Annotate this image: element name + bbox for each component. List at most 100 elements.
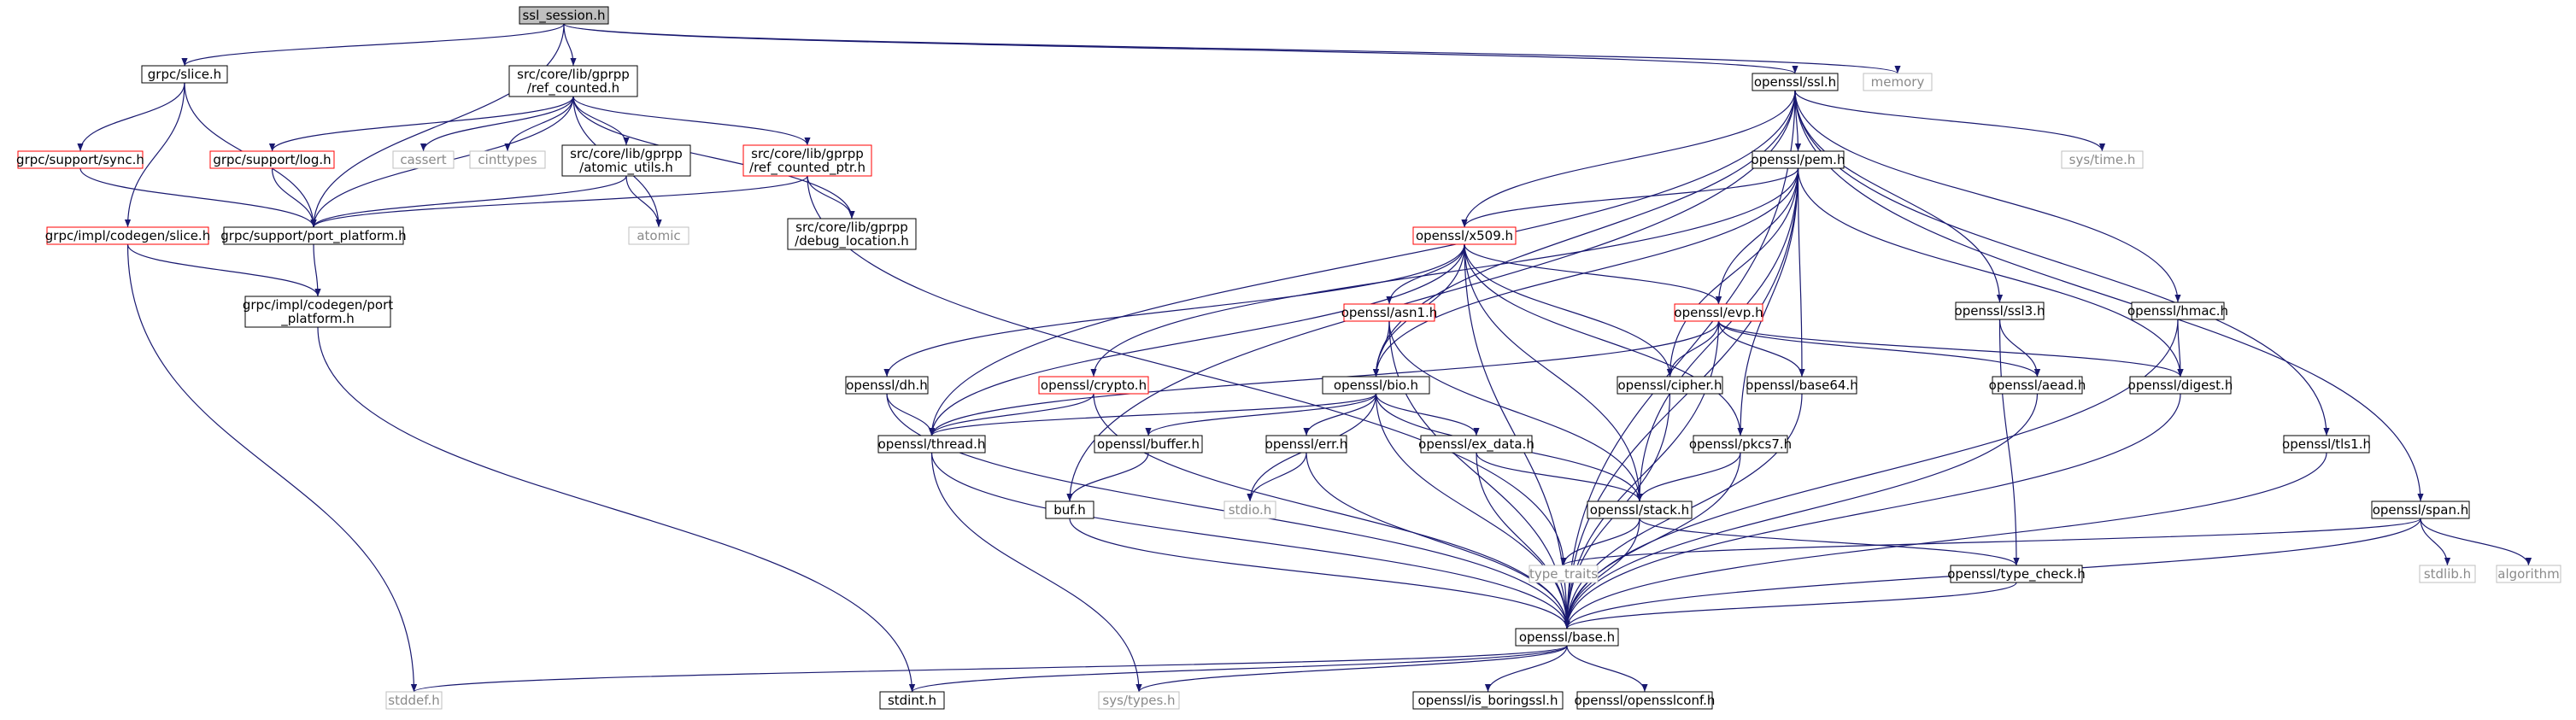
- node-grpc_slice[interactable]: grpc/slice.h: [141, 65, 228, 84]
- node-ref_counted_ptr[interactable]: src/core/lib/gprpp/ref_counted_ptr.h: [742, 144, 872, 177]
- node-span[interactable]: openssl/span.h: [2371, 500, 2470, 519]
- node-thread[interactable]: openssl/thread.h: [877, 435, 986, 454]
- node-sys_time[interactable]: sys/time.h: [2061, 150, 2144, 169]
- edge-stack-to-type_check: [1639, 518, 2020, 566]
- node-base64[interactable]: openssl/base64.h: [1746, 376, 1858, 395]
- node-ssl_session[interactable]: ssl_session.h: [519, 6, 609, 25]
- nodes-layer: ssl_session.h grpc/slice.h src/core/lib/gp…: [16, 6, 2561, 710]
- edge-hmac-to-digest: [2177, 319, 2184, 378]
- node-evp[interactable]: openssl/evp.h: [1674, 303, 1763, 322]
- node-tls1[interactable]: openssl/tls1.h: [2282, 435, 2371, 454]
- edge-crypto-to-base: [1093, 393, 1570, 629]
- node-crypto[interactable]: openssl/crypto.h: [1038, 376, 1149, 395]
- edge-x509-to-pkcs7: [1464, 243, 1744, 436]
- edge-dh-to-thread: [886, 393, 936, 436]
- node-support_log[interactable]: grpc/support/log.h: [209, 150, 335, 169]
- node-box-atomic: [628, 226, 689, 245]
- node-label-dh: openssl/dh.h: [846, 378, 928, 393]
- edge-ssl_session-to-memory: [563, 23, 1901, 74]
- node-box-buf: [1045, 500, 1094, 519]
- edge-grpc_slice-to-codegen_slice: [124, 82, 185, 228]
- node-label-atomic: atomic: [637, 228, 680, 243]
- node-pem[interactable]: openssl/pem.h: [1752, 150, 1845, 169]
- node-cassert[interactable]: cassert: [392, 150, 455, 169]
- edge-ref_counted-to-cassert: [420, 96, 574, 152]
- edge-ex_data-to-base: [1476, 452, 1570, 629]
- edge-openssl_ssl-to-base: [1564, 90, 1796, 629]
- edge-ref_counted-to-support_log: [268, 96, 574, 152]
- node-openssl_ssl[interactable]: openssl/ssl.h: [1752, 73, 1839, 91]
- node-stddef[interactable]: stddef.h: [385, 691, 443, 710]
- edge-codegen_slice-to-codegen_port_platform: [126, 243, 321, 297]
- node-box-pkcs7: [1693, 435, 1788, 454]
- node-type_check[interactable]: openssl/type_check.h: [1947, 565, 2086, 583]
- node-box-grpc_slice: [141, 65, 228, 84]
- node-x509[interactable]: openssl/x509.h: [1412, 226, 1517, 245]
- node-atomic_utils[interactable]: src/core/lib/gprpp/atomic_utils.h: [561, 144, 691, 177]
- node-label-buffer: openssl/buffer.h: [1097, 436, 1200, 452]
- node-hmac[interactable]: openssl/hmac.h: [2127, 301, 2228, 320]
- edge-codegen_port_platform-to-stdint: [317, 326, 916, 693]
- node-dh[interactable]: openssl/dh.h: [845, 376, 929, 395]
- edge-pem-to-base: [1564, 167, 1799, 629]
- node-base[interactable]: openssl/base.h: [1515, 628, 1619, 647]
- node-aead[interactable]: openssl/aead.h: [1989, 376, 2086, 395]
- node-support_sync[interactable]: grpc/support/sync.h: [16, 150, 144, 169]
- node-sys_types[interactable]: sys/types.h: [1098, 691, 1180, 710]
- node-cipher[interactable]: openssl/cipher.h: [1617, 376, 1723, 395]
- node-debug_location[interactable]: src/core/lib/gprpp/debug_location.h: [787, 218, 917, 250]
- node-box-aead: [1992, 376, 2083, 395]
- edge-atomic_utils-to-port_platform: [310, 175, 627, 228]
- edge-grpc_slice-to-support_sync: [77, 82, 185, 152]
- node-label-support_log: grpc/support/log.h: [213, 152, 331, 167]
- node-box-cipher: [1617, 376, 1723, 395]
- node-stdint[interactable]: stdint.h: [879, 691, 945, 710]
- node-asn1[interactable]: openssl/asn1.h: [1341, 303, 1438, 322]
- node-pkcs7[interactable]: openssl/pkcs7.h: [1689, 435, 1792, 454]
- node-algorithm[interactable]: algorithm: [2496, 565, 2561, 583]
- edge-buf-to-base: [1069, 518, 1570, 629]
- node-stdio[interactable]: stdio.h: [1223, 500, 1276, 519]
- node-box-sys_time: [2061, 150, 2144, 169]
- node-label-sys_types: sys/types.h: [1102, 693, 1175, 708]
- node-err[interactable]: openssl/err.h: [1265, 435, 1347, 454]
- node-port_platform[interactable]: grpc/support/port_platform.h: [220, 226, 407, 245]
- node-stack[interactable]: openssl/stack.h: [1587, 500, 1693, 519]
- node-cinttypes[interactable]: cinttypes: [469, 150, 546, 169]
- edge-evp-to-base64: [1717, 320, 1805, 378]
- node-ref_counted[interactable]: src/core/lib/gprpp/ref_counted.h: [508, 65, 638, 97]
- node-label-base: openssl/base.h: [1519, 629, 1615, 645]
- node-ssl3[interactable]: openssl/ssl3.h: [1955, 301, 2045, 320]
- edge-ref_counted-to-ref_counted_ptr: [572, 96, 811, 146]
- edge-evp-to-digest: [1717, 320, 2184, 378]
- node-box-evp: [1674, 303, 1763, 322]
- node-buf[interactable]: buf.h: [1045, 500, 1094, 519]
- edge-crypto-to-thread: [928, 393, 1094, 436]
- node-opensslconf[interactable]: openssl/opensslconf.h: [1575, 691, 1716, 710]
- node-type_traits[interactable]: type_traits: [1529, 565, 1599, 583]
- node-is_boringssl[interactable]: openssl/is_boringssl.h: [1412, 691, 1564, 710]
- node-memory[interactable]: memory: [1863, 73, 1933, 91]
- edge-bio-to-thread: [929, 393, 1377, 436]
- node-box-support_sync: [17, 150, 144, 169]
- node-ex_data[interactable]: openssl/ex_data.h: [1418, 435, 1534, 454]
- node-label-debug_location: /debug_location.h: [795, 233, 909, 249]
- node-stdlib[interactable]: stdlib.h: [2419, 565, 2476, 583]
- node-codegen_port_platform[interactable]: grpc/impl/codegen/port_platform.h: [243, 296, 393, 328]
- node-bio[interactable]: openssl/bio.h: [1322, 376, 1430, 395]
- edge-ssl_session-to-openssl_ssl: [563, 23, 1799, 74]
- node-label-ref_counted_ptr: src/core/lib/gprpp: [751, 146, 864, 161]
- node-box-cinttypes: [469, 150, 546, 169]
- node-codegen_slice[interactable]: grpc/impl/codegen/slice.h: [45, 226, 210, 245]
- node-atomic[interactable]: atomic: [628, 226, 689, 245]
- node-box-pem: [1752, 150, 1845, 169]
- edge-openssl_ssl-to-bio: [1372, 90, 1796, 378]
- node-digest[interactable]: openssl/digest.h: [2128, 376, 2233, 395]
- edge-openssl_ssl-to-hmac: [1794, 90, 2181, 303]
- edge-atomic_utils-to-atomic: [625, 175, 662, 228]
- node-label-support_sync: grpc/support/sync.h: [16, 152, 144, 167]
- edge-aead-to-base: [1564, 393, 2039, 629]
- node-buffer[interactable]: openssl/buffer.h: [1094, 435, 1203, 454]
- node-box-stdlib: [2419, 565, 2476, 583]
